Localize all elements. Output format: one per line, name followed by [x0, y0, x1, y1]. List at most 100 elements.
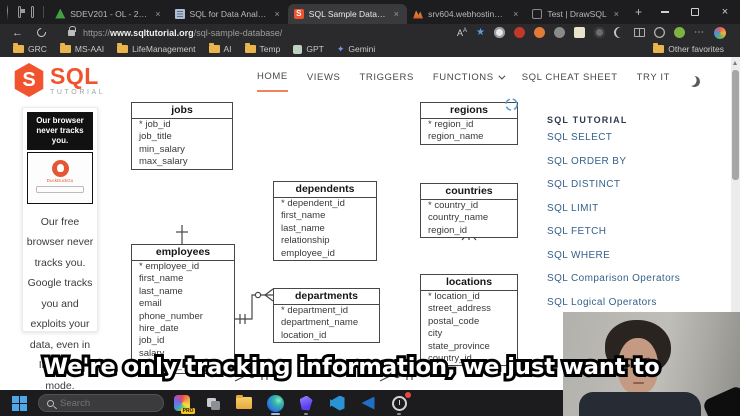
nav-try-it[interactable]: TRY IT	[636, 72, 670, 83]
table-field: last_name	[139, 285, 183, 297]
text-size-icon[interactable]: AA	[457, 27, 468, 38]
sidebar-link-sql-distinct[interactable]: SQL DISTINCT	[547, 179, 621, 190]
profile-avatar[interactable]	[7, 4, 9, 20]
tab-close-icon[interactable]: ×	[393, 8, 400, 19]
scrollbar-thumb[interactable]	[732, 70, 739, 180]
bookmark-folder-ai[interactable]: AI	[208, 43, 232, 54]
table-field: first_name	[281, 210, 326, 222]
close-button[interactable]: ×	[721, 6, 729, 18]
extension-icon[interactable]	[674, 27, 685, 38]
bookmark-folder-lifemanagement[interactable]: LifeManagement	[117, 43, 196, 54]
tab-sdev201[interactable]: SDEV201 - OL - 2222 ×	[49, 4, 168, 24]
taskbar-search[interactable]	[38, 394, 164, 412]
clock-app-button[interactable]	[386, 391, 412, 415]
bookmark-gpt[interactable]: GPT	[293, 44, 324, 54]
bookmark-gemini[interactable]: ✦Gemini	[337, 44, 375, 55]
dark-mode-icon[interactable]	[688, 75, 701, 88]
tab-close-icon[interactable]: ×	[274, 8, 280, 19]
bookmark-label: Gemini	[348, 44, 376, 54]
sqltutorial-logo[interactable]: S SQL TUTORIAL	[12, 63, 105, 97]
tab-sql-sample-database[interactable]: S SQL Sample Database ×	[287, 3, 408, 24]
taskbar-app-rainbow[interactable]: PRO	[169, 391, 195, 415]
sidebar-link-sql-comparison-operators[interactable]: SQL Comparison Operators	[547, 273, 681, 284]
split-screen-icon[interactable]	[634, 28, 645, 37]
sidebar-link-sql-limit[interactable]: SQL LIMIT	[547, 202, 599, 214]
reload-icon[interactable]	[35, 26, 48, 39]
er-table-locations[interactable]: locations * location_id street_address p…	[420, 274, 518, 367]
copilot-icon[interactable]	[714, 26, 726, 39]
new-tab-button[interactable]: +	[634, 5, 642, 19]
table-field: * dependent_id	[281, 198, 345, 209]
bookmark-folder-ms-aai[interactable]: MS-AAI	[59, 43, 104, 54]
bookmark-folder-grc[interactable]: GRC	[13, 43, 47, 54]
nav-views[interactable]: VIEWS	[306, 72, 341, 83]
microphone	[701, 384, 740, 416]
sidebar-link-sql-order-by[interactable]: SQL ORDER BY	[547, 155, 627, 167]
tab-close-icon[interactable]: ×	[513, 8, 519, 19]
back-icon[interactable]: ←	[12, 26, 23, 39]
tab-drawsql[interactable]: Test | DrawSQL ×	[526, 4, 627, 24]
sidebar-link-sql-logical-operators[interactable]: SQL Logical Operators	[547, 296, 657, 308]
table-title: jobs	[132, 103, 232, 119]
visual-studio-button[interactable]	[355, 391, 381, 415]
document-favicon	[174, 8, 185, 19]
extension-icon[interactable]	[574, 27, 585, 38]
er-table-employees[interactable]: employees * employee_id first_name last_…	[131, 244, 235, 374]
address-bar[interactable]: https://www.sqltutorial.org/sql-sample-d…	[83, 28, 282, 38]
er-table-countries[interactable]: countries * country_id country_name regi…	[420, 183, 518, 239]
tab-close-icon[interactable]: ×	[613, 8, 619, 19]
edge-button[interactable]	[262, 391, 288, 415]
bookmark-label: AI	[223, 44, 232, 54]
table-title: departments	[274, 289, 379, 305]
nav-triggers[interactable]: TRIGGERS	[359, 72, 414, 83]
extension-icon[interactable]	[514, 27, 525, 38]
er-table-departments[interactable]: departments * department_id department_n…	[273, 288, 380, 344]
tab-sql-for-data-analytics[interactable]: SQL for Data Analytics ×	[169, 4, 288, 24]
table-field: * job_id	[139, 119, 171, 130]
file-explorer-button[interactable]	[231, 391, 257, 415]
extension-icon[interactable]	[614, 27, 625, 38]
ad-browser-image: DuckDuckGo	[27, 152, 93, 204]
obsidian-button[interactable]	[293, 391, 319, 415]
bookmarks-bar: GRC MS-AAI LifeManagement AI Temp GPT ✦G…	[0, 41, 740, 57]
extension-icon[interactable]	[494, 27, 505, 38]
nav-sql-cheat-sheet[interactable]: SQL CHEAT SHEET	[521, 72, 618, 83]
tab-close-icon[interactable]: ×	[155, 8, 161, 19]
toolbar-extensions: AA ★ ⋯	[457, 26, 726, 39]
sidebar-link-sql-select[interactable]: SQL SELECT	[547, 132, 613, 143]
webpage: S SQL TUTORIAL HOME VIEWS TRIGGERS FUNCT…	[0, 57, 740, 416]
sidebar-link-sql-fetch[interactable]: SQL FETCH	[547, 226, 607, 237]
sidebar-link-sql-where[interactable]: SQL WHERE	[547, 249, 611, 261]
scroll-up-arrow[interactable]	[733, 61, 737, 65]
tab-srv604[interactable]: srv604.webhostinglor ×	[407, 4, 526, 24]
er-table-regions[interactable]: regions * region_id region_name	[420, 102, 518, 145]
minimize-button[interactable]	[650, 0, 680, 24]
more-options-icon[interactable]: ⋯	[694, 27, 705, 38]
extension-icon[interactable]	[534, 27, 545, 38]
favorite-star-icon[interactable]: ★	[476, 27, 485, 38]
sidebar-ad[interactable]: Our browser never tracks you. DuckDuckGo…	[22, 107, 98, 416]
extension-icon[interactable]	[554, 27, 565, 38]
nav-home[interactable]: HOME	[256, 71, 288, 92]
bookmark-folder-temp[interactable]: Temp	[244, 43, 280, 54]
restore-button[interactable]	[680, 0, 710, 24]
browser-toolbar: ← https://www.sqltutorial.org/sql-sample…	[0, 24, 740, 41]
er-table-dependents[interactable]: dependents * dependent_id first_name las…	[273, 181, 377, 262]
nav-functions[interactable]: FUNCTIONS	[433, 72, 506, 91]
folder-icon	[13, 43, 24, 53]
search-input[interactable]	[60, 397, 140, 409]
other-favorites[interactable]: Other favorites	[653, 43, 724, 54]
tab-actions-icon[interactable]	[31, 6, 35, 18]
er-table-jobs[interactable]: jobs * job_id job_title min_salary max_s…	[131, 102, 233, 170]
vscode-button[interactable]	[324, 391, 350, 415]
workspaces-icon[interactable]	[18, 6, 26, 18]
page-scrollbar[interactable]	[731, 57, 740, 390]
favorites-hub-icon[interactable]	[654, 27, 665, 38]
refresh-sync-icon[interactable]	[504, 97, 519, 112]
table-field: region_id	[428, 224, 468, 236]
extension-icon[interactable]	[594, 27, 605, 38]
task-view-button[interactable]	[200, 391, 226, 415]
search-icon	[47, 399, 54, 407]
start-button[interactable]	[12, 395, 27, 411]
table-field: min_salary	[139, 143, 185, 155]
